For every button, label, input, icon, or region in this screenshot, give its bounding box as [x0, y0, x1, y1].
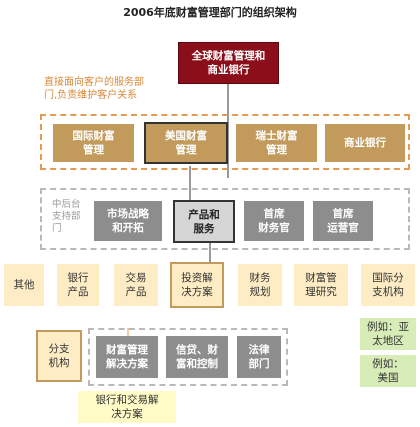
unit-label-line1: 商业银行: [344, 137, 386, 149]
note-line2: 门,负责维护客户关系: [44, 90, 138, 101]
bottom-note-banking-trading: 银行和交易解 决方案: [78, 391, 176, 423]
front-unit-commercial-banking: 商业银行: [325, 124, 405, 162]
mid-unit-products: 产品和 服务: [173, 200, 235, 243]
unit-label-line2: 解决方案: [106, 358, 148, 370]
unit-label-line1: 瑞士财富: [255, 130, 298, 142]
example-line2: 太地区: [372, 335, 404, 347]
unit-label-line2: 服务: [193, 222, 215, 235]
unit-label-line1: 银行: [67, 272, 89, 284]
side-label-line1: 中后台: [52, 199, 81, 210]
bottom-unit-wealth-solutions: 财富管理 解决方案: [96, 336, 158, 378]
unit-label-line1: 分支: [48, 343, 70, 355]
unit-label-line2: 管理: [83, 144, 104, 156]
bottom-unit-credit-control: 信贷、财 富和控制: [166, 336, 228, 378]
support-group: [40, 188, 410, 250]
unit-label-line2: 产品: [125, 286, 147, 298]
unit-label-line1: 财务: [249, 272, 271, 284]
unit-label-line1: 法律: [248, 344, 270, 356]
front-office-note: 直接面向客户的服务部 门,负责维护客户关系: [44, 76, 204, 102]
front-unit-international: 国际财富 管理: [53, 124, 134, 162]
unit-label-line2: 部门: [248, 358, 270, 370]
unit-label-line1: 交易: [125, 272, 147, 284]
box-label-line2: 商业银行: [207, 64, 250, 76]
unit-label-line1: 首席: [263, 208, 285, 220]
unit-label-line1: 投资解: [181, 272, 213, 284]
unit-label-line2: 支机构: [372, 286, 404, 298]
note-line1: 银行和交易解: [95, 394, 159, 406]
unit-label-line1: 信贷、财: [176, 344, 218, 356]
unit-label-line1: 国际分: [372, 272, 404, 284]
example-line2: 美国: [377, 372, 399, 384]
example-line1: 例如：: [372, 358, 404, 370]
front-unit-us: 美国财富 管理: [144, 122, 228, 164]
unit-label-line2: 财务官: [258, 222, 290, 234]
unit-label-line1: 美国财富: [165, 130, 207, 142]
example-asia-pacific: 例如：亚 太地区: [360, 318, 416, 350]
unit-label-line1: 市场战略: [107, 208, 149, 220]
note-line1: 直接面向客户的服务部: [44, 77, 144, 88]
example-line1: 例如：亚: [367, 321, 409, 333]
example-usa: 例如： 美国: [360, 355, 416, 387]
unit-label-line1: 产品和: [188, 208, 220, 221]
unit-label-line2: 和开拓: [112, 222, 144, 234]
investment-solutions-group: [88, 328, 288, 386]
side-label-line2: 支持部: [52, 211, 81, 222]
product-unit-trading: 交易 产品: [114, 264, 158, 306]
unit-label-line1: 财富管理: [106, 344, 148, 356]
mid-unit-marketing: 市场战略 和开拓: [94, 201, 162, 241]
unit-label-line2: 管理: [175, 144, 197, 156]
mid-unit-cfo: 首席 财务官: [244, 201, 304, 241]
product-unit-banking: 银行 产品: [57, 264, 99, 306]
global-wealth-management-box: 全球财富管理和 商业银行: [178, 42, 279, 84]
support-group-label: 中后台 支持部 门: [52, 199, 92, 235]
bottom-unit-legal: 法律 部门: [237, 336, 281, 378]
box-label-line1: 全球财富管理和: [191, 50, 266, 62]
product-unit-investment-solutions: 投资解 决方案: [170, 262, 224, 308]
unit-label-line2: 规划: [249, 286, 271, 298]
bottom-unit-branches: 分支 机构: [36, 330, 82, 382]
product-unit-other: 其他: [4, 264, 44, 306]
unit-label-line2: 运营官: [327, 222, 359, 234]
unit-label-line1: 财富管: [305, 272, 337, 284]
unit-label-line2: 管理: [266, 144, 287, 156]
product-unit-financial-planning: 财务 规划: [238, 264, 282, 306]
unit-label-line2: 理研究: [305, 286, 337, 298]
unit-label-line1: 首席: [332, 208, 354, 220]
page-title: 2006年底财富管理部门的组织架构: [123, 6, 297, 19]
front-office-group: [40, 114, 410, 170]
unit-label-line2: 机构: [48, 357, 70, 369]
product-unit-international-branches: 国际分 支机构: [361, 264, 415, 306]
note-line2: 决方案: [111, 408, 143, 420]
side-label-line3: 门: [52, 223, 62, 234]
unit-label-line2: 富和控制: [176, 358, 218, 370]
unit-label-line1: 其他: [13, 279, 35, 291]
unit-label-line2: 决方案: [181, 286, 213, 298]
unit-label-line2: 产品: [67, 286, 89, 298]
unit-label-line1: 国际财富: [72, 130, 115, 142]
front-unit-swiss: 瑞士财富 管理: [236, 124, 317, 162]
product-unit-research: 财富管 理研究: [294, 264, 348, 306]
mid-unit-coo: 首席 运营官: [313, 201, 373, 241]
